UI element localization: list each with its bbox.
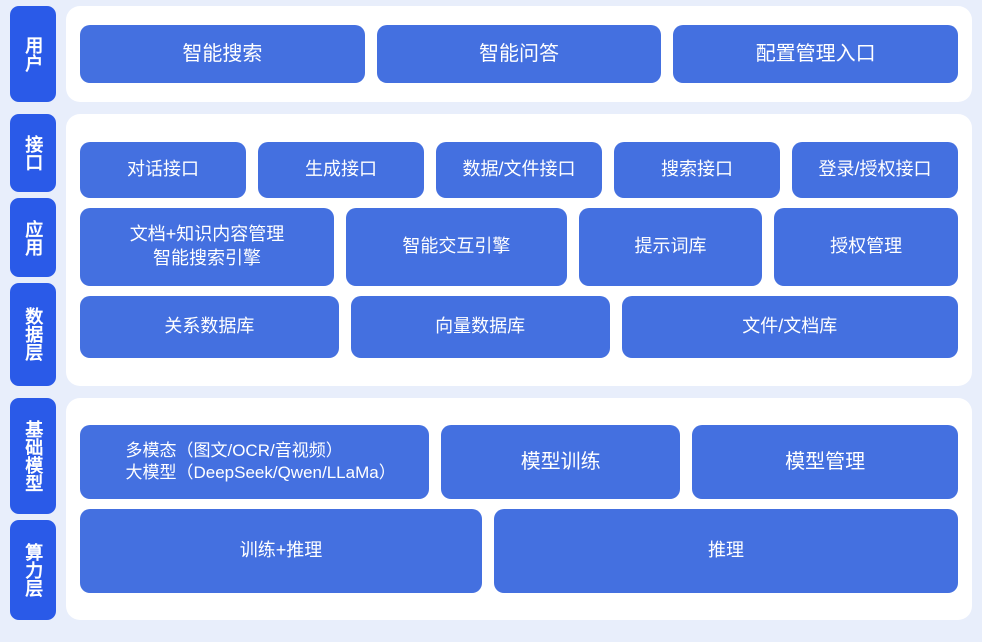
card-smart-qa[interactable]: 智能问答 bbox=[376, 25, 662, 83]
card-inference[interactable]: 推理 bbox=[494, 509, 958, 593]
rail-tab-compute-layer[interactable]: 算力层 bbox=[10, 519, 56, 620]
band-middle: 接口 应用 数据层 对话接口 生成接口 数据/文件接口 搜索接口 登录/授权接口… bbox=[10, 114, 972, 387]
row-application: 文档+知识内容管理 智能搜索引擎 智能交互引擎 提示词库 授权管理 bbox=[80, 208, 958, 286]
panel-user: 智能搜索 智能问答 配置管理入口 bbox=[66, 6, 972, 102]
panel-middle: 对话接口 生成接口 数据/文件接口 搜索接口 登录/授权接口 文档+知识内容管理… bbox=[66, 114, 972, 386]
card-dialog-api[interactable]: 对话接口 bbox=[80, 142, 246, 198]
rail-tab-data-layer[interactable]: 数据层 bbox=[10, 282, 56, 387]
rail-tab-application[interactable]: 应用 bbox=[10, 198, 56, 277]
rail-tab-interface[interactable]: 接口 bbox=[10, 114, 56, 193]
card-relational-database[interactable]: 关系数据库 bbox=[80, 296, 339, 358]
card-config-management-entry[interactable]: 配置管理入口 bbox=[673, 25, 959, 83]
rail-user: 用户 bbox=[10, 6, 56, 102]
card-multimodal-large-model[interactable]: 多模态（图文/OCR/音视频） 大模型（DeepSeek/Qwen/LLaMa） bbox=[80, 425, 430, 499]
card-smart-search[interactable]: 智能搜索 bbox=[80, 25, 365, 83]
card-prompt-library[interactable]: 提示词库 bbox=[578, 208, 763, 286]
band-user: 用户 智能搜索 智能问答 配置管理入口 bbox=[10, 6, 972, 102]
panel-foundation: 多模态（图文/OCR/音视频） 大模型（DeepSeek/Qwen/LLaMa）… bbox=[66, 398, 972, 620]
rail-tab-foundation-model[interactable]: 基础模型 bbox=[10, 398, 56, 514]
card-doc-knowledge-management[interactable]: 文档+知识内容管理 智能搜索引擎 bbox=[80, 208, 335, 286]
card-smart-interaction-engine[interactable]: 智能交互引擎 bbox=[346, 208, 567, 286]
row-data-layer: 关系数据库 向量数据库 文件/文档库 bbox=[80, 296, 958, 358]
card-generation-api[interactable]: 生成接口 bbox=[258, 142, 424, 198]
card-model-management[interactable]: 模型管理 bbox=[692, 425, 958, 499]
rail-middle: 接口 应用 数据层 bbox=[10, 114, 56, 387]
row-interface: 对话接口 生成接口 数据/文件接口 搜索接口 登录/授权接口 bbox=[80, 142, 958, 198]
band-foundation: 基础模型 算力层 多模态（图文/OCR/音视频） 大模型（DeepSeek/Qw… bbox=[10, 398, 972, 620]
card-model-training[interactable]: 模型训练 bbox=[441, 425, 681, 499]
card-data-file-api[interactable]: 数据/文件接口 bbox=[436, 142, 602, 198]
row-user: 智能搜索 智能问答 配置管理入口 bbox=[80, 25, 959, 83]
card-login-auth-api[interactable]: 登录/授权接口 bbox=[792, 142, 958, 198]
card-vector-database[interactable]: 向量数据库 bbox=[350, 296, 610, 358]
card-authorization-management[interactable]: 授权管理 bbox=[774, 208, 958, 286]
card-file-document-store[interactable]: 文件/文档库 bbox=[621, 296, 958, 358]
rail-foundation: 基础模型 算力层 bbox=[10, 398, 56, 620]
row-foundation-model: 多模态（图文/OCR/音视频） 大模型（DeepSeek/Qwen/LLaMa）… bbox=[80, 425, 958, 499]
card-training-and-inference[interactable]: 训练+推理 bbox=[80, 509, 483, 593]
row-compute-layer: 训练+推理 推理 bbox=[80, 509, 958, 593]
rail-tab-user[interactable]: 用户 bbox=[10, 6, 56, 102]
card-search-api[interactable]: 搜索接口 bbox=[614, 142, 780, 198]
